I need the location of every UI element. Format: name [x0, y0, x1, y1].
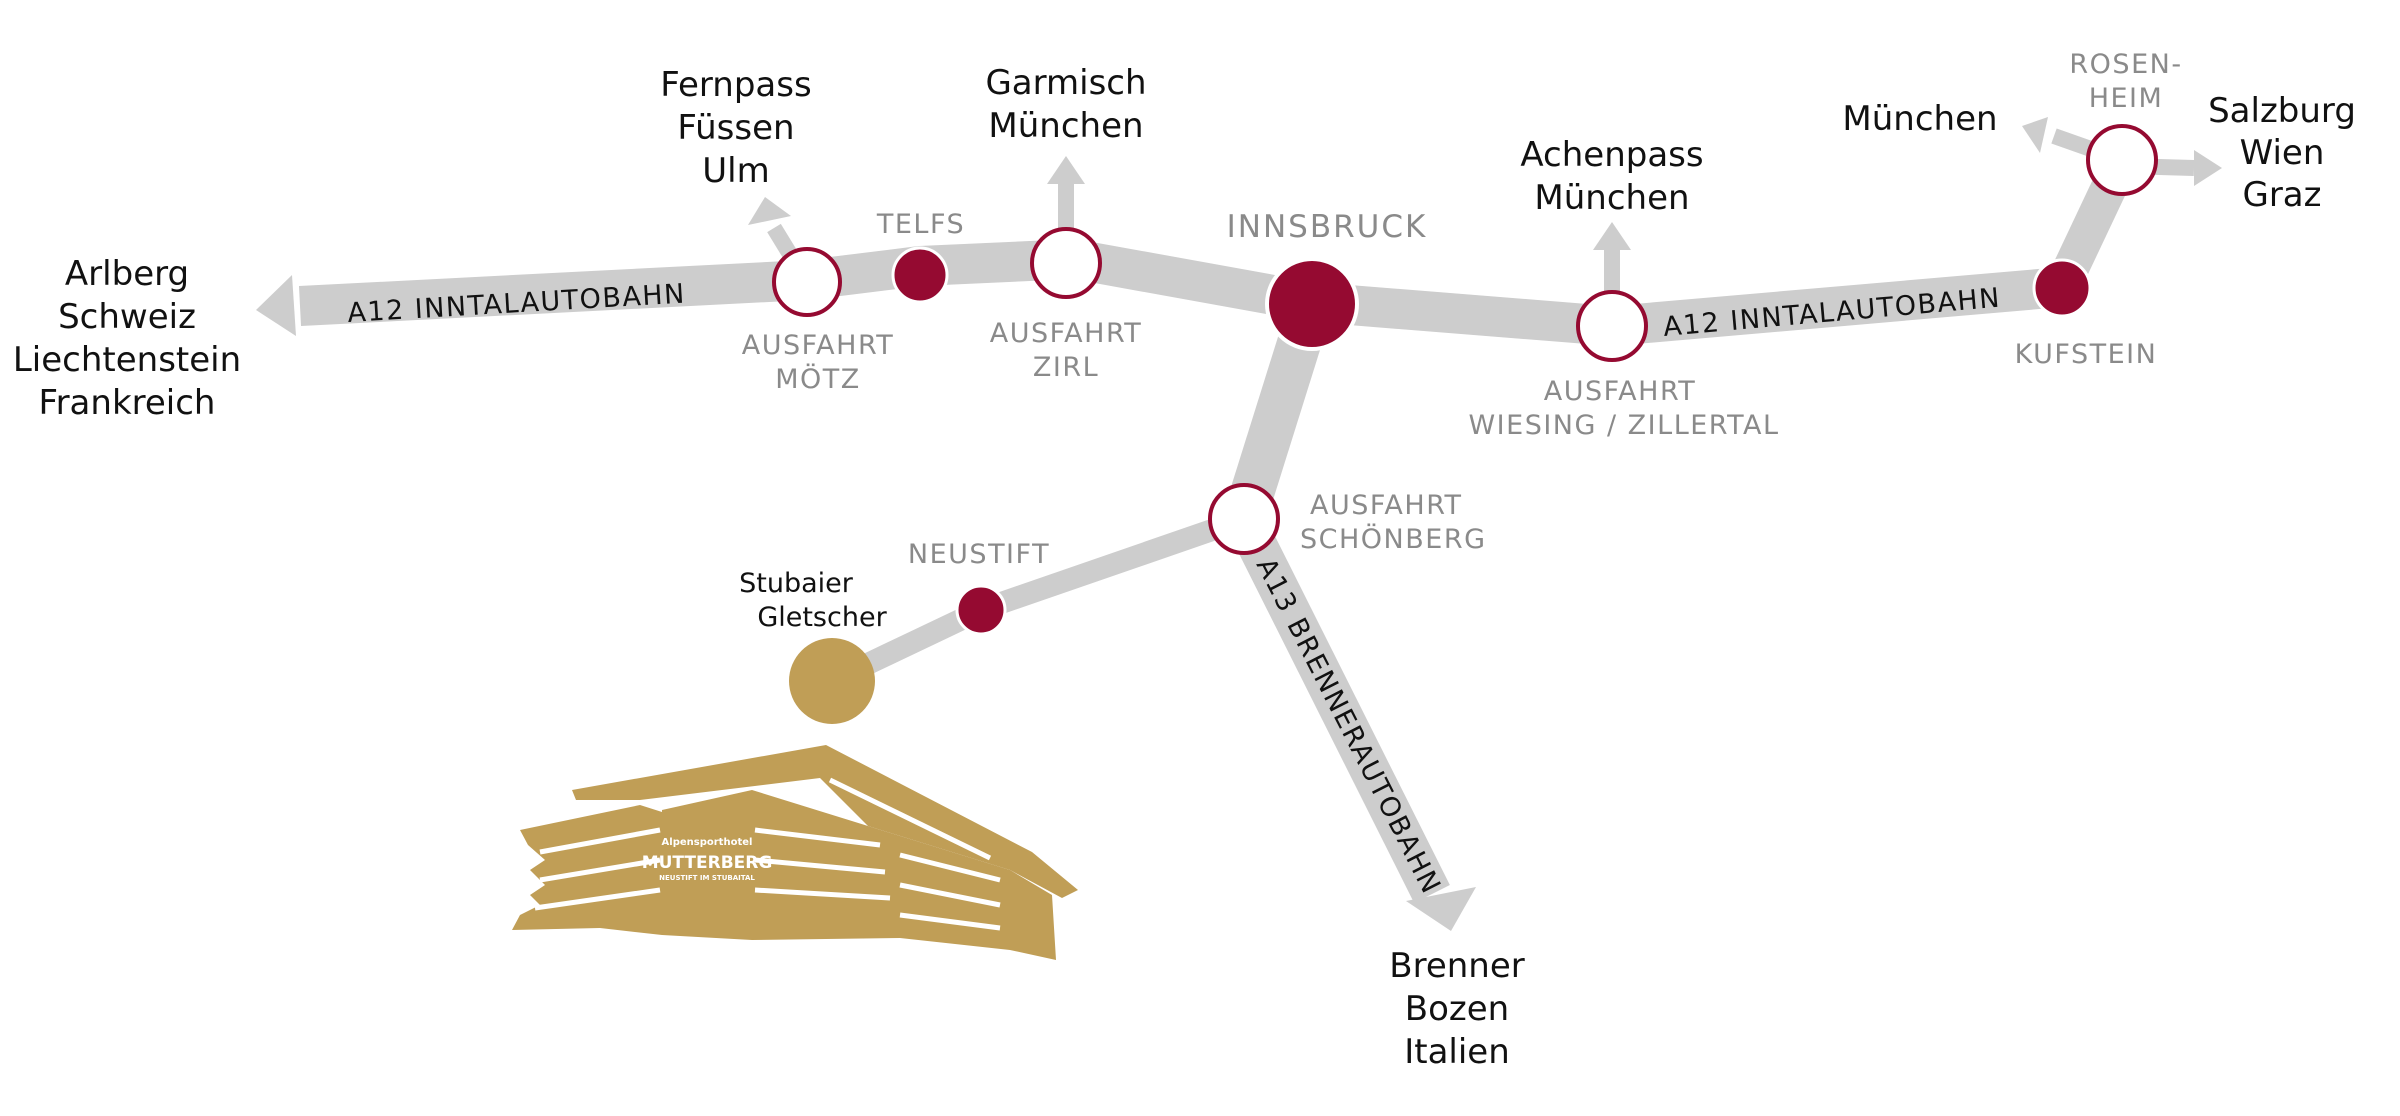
dest-west-4: Frankreich — [39, 383, 216, 423]
label-schoenberg: AUSFAHRT SCHÖNBERG — [1300, 490, 1487, 555]
node-rosenheim — [2086, 124, 2158, 196]
node-wiesing — [1576, 290, 1648, 362]
dest-salzburg: Salzburg Wien Graz — [2208, 91, 2356, 215]
dest-achenpass-2: München — [1534, 178, 1689, 218]
label-schoenberg-2: SCHÖNBERG — [1300, 523, 1487, 555]
hotel-logo-small: Alpensporthotel — [662, 837, 753, 848]
label-stubai-glacier: Stubaier Gletscher — [739, 568, 887, 633]
muenchen-arrowhead — [2022, 117, 2048, 153]
node-zirl — [1030, 227, 1102, 299]
dest-fernpass-1: Fernpass — [660, 65, 811, 105]
fernpass-arrowhead — [748, 197, 791, 225]
label-moetz: AUSFAHRT MÖTZ — [742, 330, 894, 395]
label-telfs: TELFS — [876, 209, 965, 240]
node-schoenberg — [1208, 483, 1280, 555]
dest-garmisch-1: Garmisch — [985, 63, 1146, 103]
dest-brenner-1: Brenner — [1389, 946, 1524, 986]
dest-brenner-2: Bozen — [1405, 989, 1509, 1029]
label-rosenheim-1: ROSEN- — [2069, 49, 2182, 80]
garmisch-arrowhead — [1047, 156, 1085, 184]
node-kufstein — [2032, 258, 2092, 318]
node-neustift — [955, 584, 1007, 636]
hotel-right-block — [752, 790, 1056, 960]
dest-muenchen: München — [1842, 99, 1997, 139]
dest-west-2: Schweiz — [58, 297, 196, 337]
dest-fernpass-3: Ulm — [702, 151, 769, 191]
hotel-logo-tagline: NEUSTIFT IM STUBAITAL — [659, 874, 755, 882]
label-wiesing: AUSFAHRT WIESING / ZILLERTAL — [1468, 376, 1779, 441]
salzburg-arrowhead — [2194, 150, 2222, 186]
node-stubai-glacier — [789, 638, 875, 724]
achenpass-arrowhead — [1593, 222, 1631, 250]
label-kufstein: KUFSTEIN — [2015, 339, 2158, 370]
dest-achenpass: Achenpass München — [1520, 135, 1703, 218]
dest-west-1: Arlberg — [65, 254, 189, 294]
label-neustift: NEUSTIFT — [908, 539, 1050, 570]
dest-brenner: Brenner Bozen Italien — [1389, 946, 1524, 1072]
label-schoenberg-1: AUSFAHRT — [1310, 490, 1462, 521]
hotel-logo-name: MUTTERBERG — [642, 853, 773, 873]
a13-label: A13 BRENNERAUTOBAHN — [1250, 553, 1447, 899]
label-rosenheim-2: HEIM — [2089, 83, 2164, 114]
a13-south-road — [1226, 510, 1450, 903]
dest-salzburg-1: Salzburg — [2208, 91, 2356, 131]
label-wiesing-1: AUSFAHRT — [1544, 376, 1696, 407]
label-innsbruck: INNSBRUCK — [1227, 209, 1428, 245]
dest-brenner-3: Italien — [1404, 1032, 1510, 1072]
label-zirl: AUSFAHRT ZIRL — [990, 318, 1142, 383]
label-stubai-1: Stubaier — [739, 568, 854, 599]
dest-garmisch-2: München — [988, 106, 1143, 146]
label-moetz-1: AUSFAHRT — [742, 330, 894, 361]
dest-west: Arlberg Schweiz Liechtenstein Frankreich — [13, 254, 241, 423]
dest-garmisch: Garmisch München — [985, 63, 1146, 146]
dest-fernpass-2: Füssen — [677, 108, 794, 148]
a13-arrowhead — [1406, 887, 1476, 931]
dest-fernpass: Fernpass Füssen Ulm — [660, 65, 811, 191]
label-stubai-2: Gletscher — [757, 602, 887, 633]
dest-salzburg-3: Graz — [2242, 175, 2321, 215]
hotel-center — [662, 790, 752, 940]
dest-west-3: Liechtenstein — [13, 340, 241, 380]
node-innsbruck — [1265, 257, 1359, 351]
a12-west-arrowhead — [256, 275, 296, 336]
label-wiesing-2: WIESING / ZILLERTAL — [1468, 410, 1779, 441]
hotel-balcony-lines — [534, 777, 1001, 931]
hotel-roof — [572, 745, 1078, 898]
label-moetz-2: MÖTZ — [775, 363, 861, 395]
hotel-illustration: Alpensporthotel MUTTERBERG NEUSTIFT IM S… — [512, 745, 1078, 960]
label-zirl-1: AUSFAHRT — [990, 318, 1142, 349]
node-moetz — [772, 247, 842, 317]
nodes — [772, 124, 2158, 724]
node-telfs — [891, 246, 949, 304]
dest-salzburg-2: Wien — [2240, 133, 2325, 173]
label-zirl-2: ZIRL — [1033, 352, 1099, 383]
dest-achenpass-1: Achenpass — [1520, 135, 1703, 175]
